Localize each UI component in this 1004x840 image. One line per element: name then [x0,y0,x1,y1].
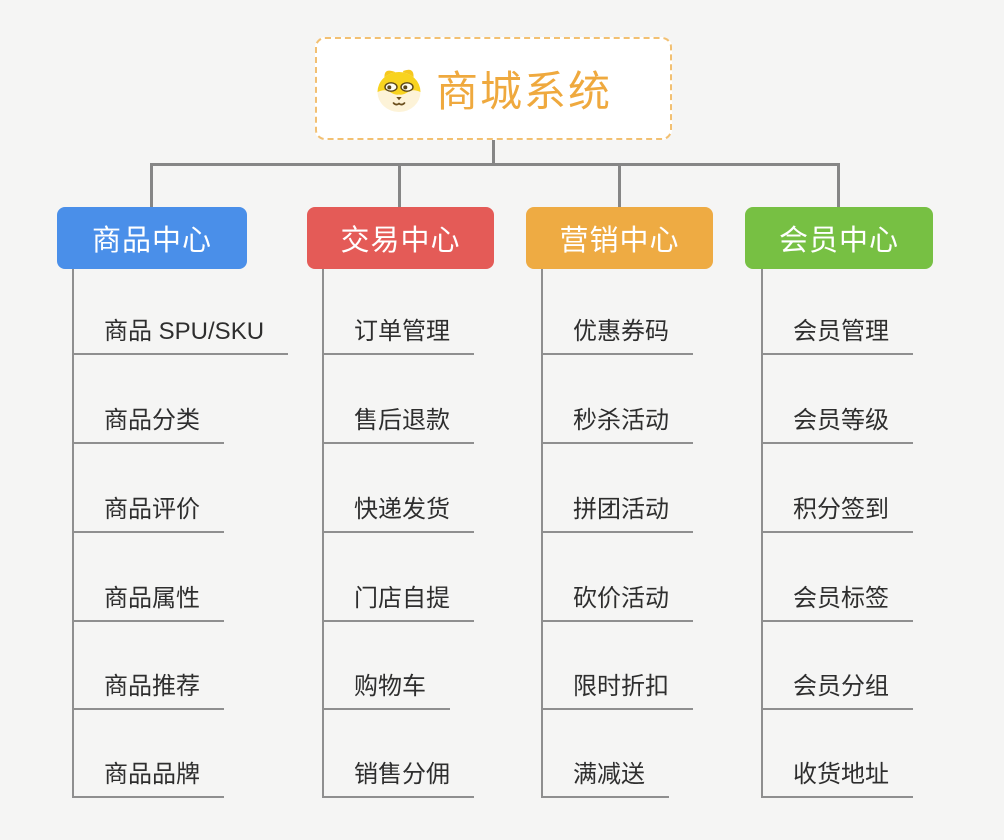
connector-bus [150,163,840,166]
connector-stem-trade [398,163,401,209]
leaf-node[interactable]: 限时折扣 [541,664,693,710]
branch-node-product-center[interactable]: 商品中心 [57,207,247,269]
connector-column-product [72,268,74,798]
leaf-node[interactable]: 会员标签 [761,576,913,622]
branch-node-marketing-center[interactable]: 营销中心 [526,207,713,269]
connector-stem-member [837,163,840,209]
connector-column-member [761,268,763,798]
leaf-node[interactable]: 销售分佣 [322,752,474,798]
leaf-node[interactable]: 会员等级 [761,398,913,444]
branch-node-member-center[interactable]: 会员中心 [745,207,933,269]
connector-column-trade [322,268,324,798]
branch-node-trade-center[interactable]: 交易中心 [307,207,494,269]
leaf-node[interactable]: 商品属性 [72,576,224,622]
leaf-node[interactable]: 商品评价 [72,487,224,533]
connector-stem-marketing [618,163,621,209]
leaf-node[interactable]: 购物车 [322,664,450,710]
dog-face-icon [377,69,421,112]
leaf-node[interactable]: 秒杀活动 [541,398,693,444]
leaf-node[interactable]: 门店自提 [322,576,474,622]
leaf-node[interactable]: 拼团活动 [541,487,693,533]
root-title: 商城系统 [435,68,612,115]
connector-column-marketing [541,268,543,798]
leaf-node[interactable]: 收货地址 [761,752,913,798]
leaf-node[interactable]: 商品品牌 [72,752,224,798]
connector-stem-product [150,163,153,209]
leaf-node[interactable]: 快递发货 [322,487,474,533]
root-node[interactable]: 商城系统 [315,37,672,140]
leaf-node[interactable]: 优惠券码 [541,309,693,355]
leaf-node[interactable]: 满减送 [541,752,669,798]
branch-label: 商品中心 [91,225,212,257]
branch-label: 营销中心 [559,225,680,257]
leaf-node[interactable]: 订单管理 [322,309,474,355]
leaf-node[interactable]: 积分签到 [761,487,913,533]
branch-label: 会员中心 [778,225,899,257]
branch-label: 交易中心 [340,225,461,257]
connector-root-stem [492,138,495,165]
leaf-node[interactable]: 会员管理 [761,309,913,355]
leaf-node[interactable]: 售后退款 [322,398,474,444]
leaf-node[interactable]: 商品分类 [72,398,224,444]
leaf-node[interactable]: 商品 SPU/SKU [72,309,289,355]
leaf-node[interactable]: 砍价活动 [541,576,693,622]
leaf-node[interactable]: 商品推荐 [72,664,224,710]
leaf-node[interactable]: 会员分组 [761,664,913,710]
